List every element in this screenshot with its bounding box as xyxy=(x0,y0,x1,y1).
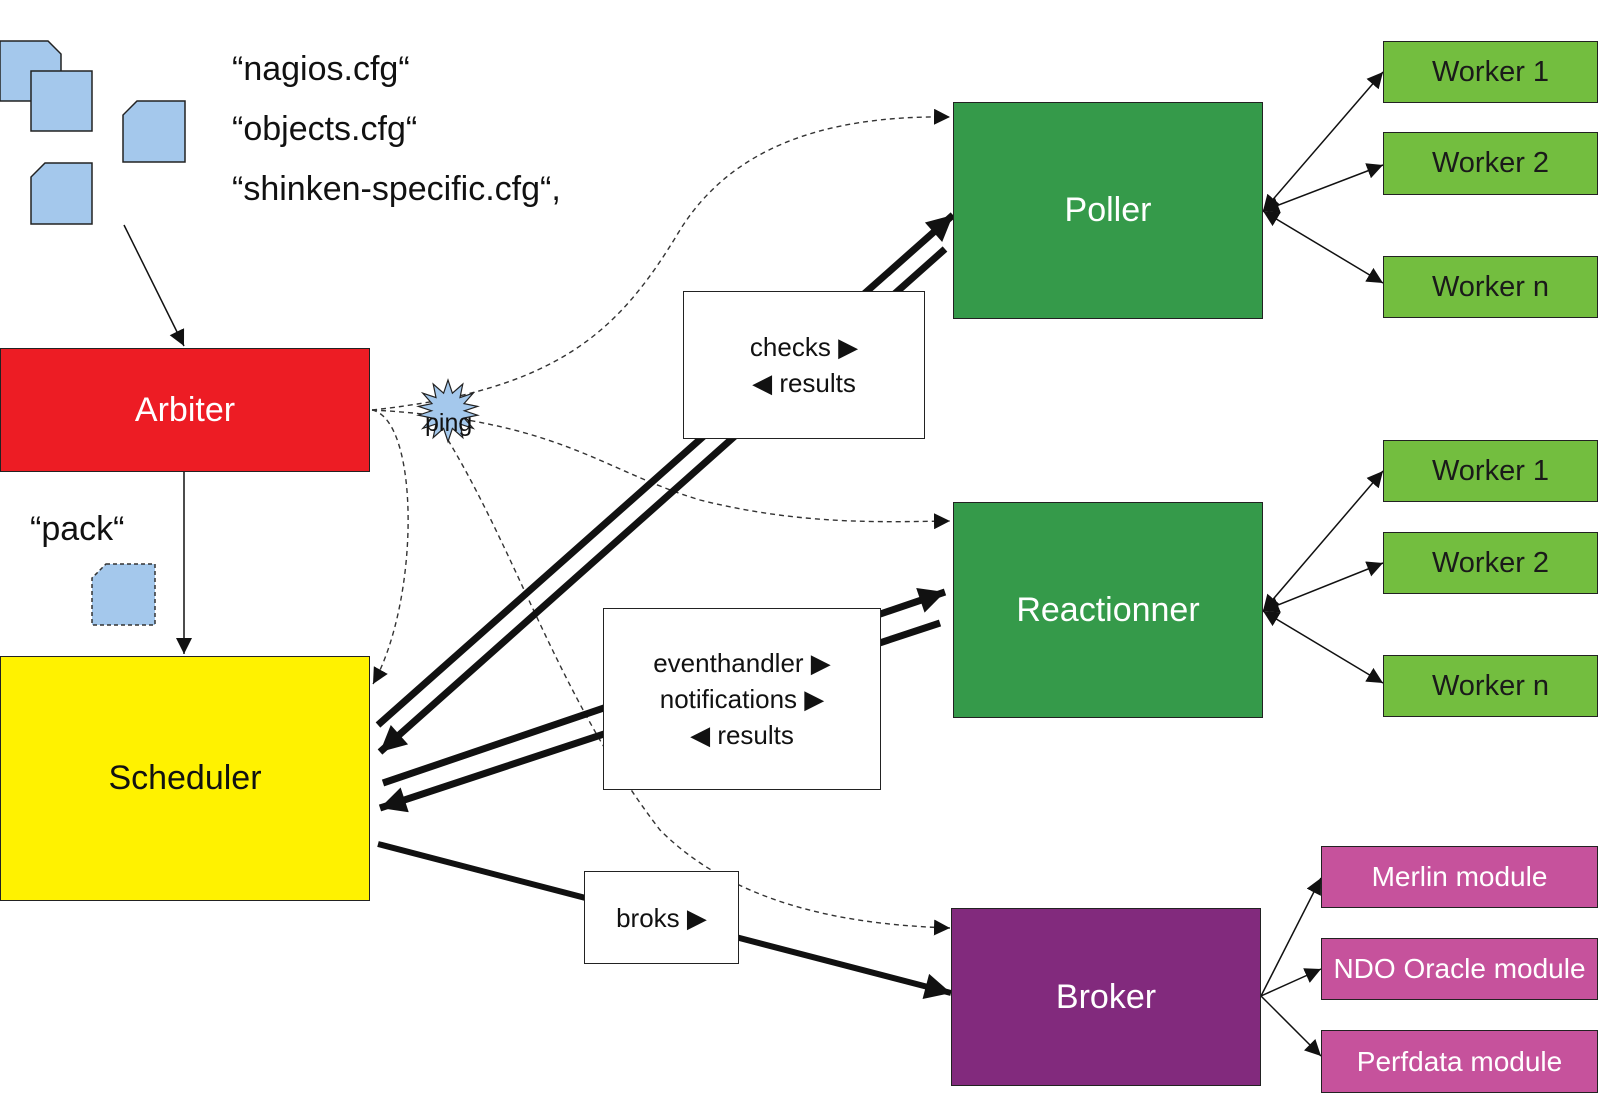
worker-label: Worker 1 xyxy=(1431,454,1550,487)
scheduler-node: Scheduler xyxy=(0,656,370,901)
ping-label: ping xyxy=(425,409,473,437)
broks-label-box: broks ▶ xyxy=(584,871,739,964)
ping-to-scheduler-line xyxy=(371,409,409,685)
file-icon xyxy=(30,162,93,225)
pack-file-icon xyxy=(91,563,156,626)
arbiter-label: Arbiter xyxy=(134,390,236,429)
poller-worker1-link xyxy=(1262,71,1384,212)
arbiter-node: Arbiter xyxy=(0,348,370,472)
poller-worker2-link xyxy=(1262,163,1384,213)
poller-node: Poller xyxy=(953,102,1263,319)
module-label: Merlin module xyxy=(1371,861,1548,892)
checks-results-label-box: checks ▶ ◀ results xyxy=(683,291,925,439)
reactionner-node: Reactionner xyxy=(953,502,1263,718)
reactionner-worker1-link xyxy=(1262,470,1384,612)
notifications-label: notifications ▶ xyxy=(659,684,825,714)
ping-burst-icon xyxy=(416,378,480,444)
config-to-arbiter-arrow xyxy=(123,224,185,347)
broker-module-links xyxy=(1260,877,1322,1057)
reactionner-worker-1: Worker 1 xyxy=(1383,440,1598,502)
module-label: NDO Oracle module xyxy=(1333,953,1586,984)
poller-worker-2: Worker 2 xyxy=(1383,132,1598,195)
pack-label: “pack“ xyxy=(30,510,125,548)
reactionner-worker-n: Worker n xyxy=(1383,655,1598,717)
worker-label: Worker n xyxy=(1431,669,1550,702)
reactionner-worker-2: Worker 2 xyxy=(1383,532,1598,594)
broker-perfdata-link xyxy=(1260,995,1322,1057)
broker-node: Broker xyxy=(951,908,1261,1086)
file-icon xyxy=(122,100,186,163)
config-file-name: “objects.cfg“ xyxy=(232,110,418,148)
ndo-oracle-module: NDO Oracle module xyxy=(1321,938,1598,1000)
reactionner-worker-links xyxy=(1262,470,1384,684)
broker-label: Broker xyxy=(1055,977,1157,1016)
worker-label: Worker n xyxy=(1431,270,1550,303)
file-icon xyxy=(30,70,93,132)
ping-to-reactionner-line xyxy=(371,409,951,530)
poller-label: Poller xyxy=(1064,191,1152,229)
poller-workern-link xyxy=(1262,210,1384,284)
config-file-icons xyxy=(0,40,186,626)
perfdata-module: Perfdata module xyxy=(1321,1030,1598,1093)
broks-label: broks ▶ xyxy=(616,902,707,933)
reactionner-label: Reactionner xyxy=(1016,590,1200,629)
poller-worker-links xyxy=(1262,71,1384,284)
eventhandler-label: eventhandler ▶ xyxy=(653,648,831,678)
scheduler-label: Scheduler xyxy=(108,759,262,797)
ping-connections xyxy=(371,108,951,936)
results-label: ◀ results xyxy=(752,368,856,398)
config-file-name: “nagios.cfg“ xyxy=(232,50,410,88)
module-label: Perfdata module xyxy=(1356,1045,1563,1077)
worker-label: Worker 2 xyxy=(1431,147,1550,179)
ping-to-poller-line xyxy=(371,108,951,411)
reactionner-workern-link xyxy=(1262,610,1384,684)
ping-to-broker-line xyxy=(447,439,951,936)
worker-label: Worker 1 xyxy=(1431,55,1550,88)
worker-label: Worker 2 xyxy=(1431,546,1550,579)
broker-merlin-link xyxy=(1260,877,1322,997)
poller-worker-n: Worker n xyxy=(1383,256,1598,318)
reactionner-actions-label-box: eventhandler ▶ notifications ▶ ◀ results xyxy=(603,608,881,790)
merlin-module: Merlin module xyxy=(1321,846,1598,908)
config-file-name: “shinken-specific.cfg“, xyxy=(232,170,561,208)
poller-worker-1: Worker 1 xyxy=(1383,41,1598,103)
results-label: ◀ results xyxy=(690,720,794,750)
reactionner-worker2-link xyxy=(1262,561,1384,613)
checks-label: checks ▶ xyxy=(749,332,859,362)
broker-ndo-link xyxy=(1260,968,1322,997)
